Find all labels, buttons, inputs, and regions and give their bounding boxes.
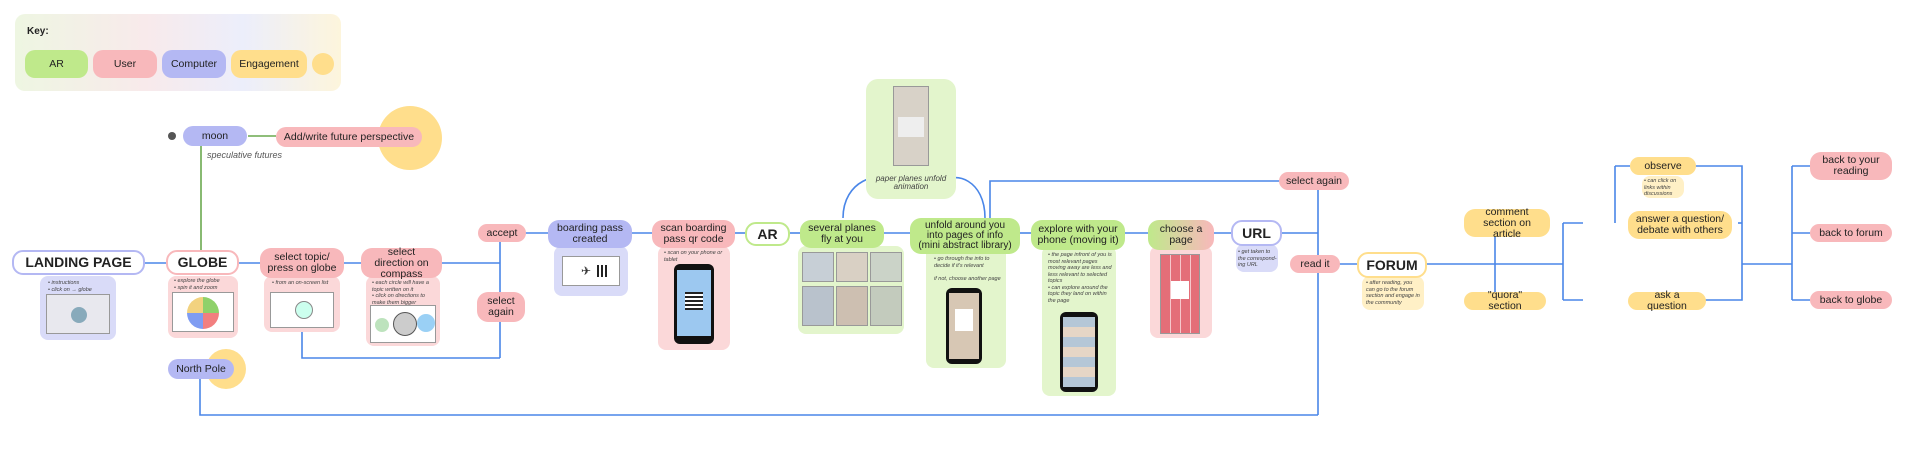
direction-circle-right — [417, 314, 435, 332]
planes-thumbnail-5 — [836, 286, 868, 326]
scan-boarding-node[interactable]: scan boarding pass qr code — [652, 220, 735, 248]
explore-phone-thumbnail — [1060, 312, 1098, 392]
paper-planes-thumb-window — [898, 117, 924, 137]
explore-phone-screen — [1063, 317, 1095, 387]
url-node[interactable]: URL — [1231, 220, 1282, 246]
explore-note: • the page infront of you is most releva… — [1048, 252, 1112, 304]
several-planes-node[interactable]: several planes fly at you — [800, 220, 884, 248]
paper-planes-thumbnail — [893, 86, 929, 166]
connector-loop-back — [301, 330, 500, 359]
speculative-futures-label: speculative futures — [207, 150, 283, 160]
select-topic-thumbnail — [270, 292, 334, 328]
observe-note: • can click on links within discussions — [1644, 178, 1677, 197]
planes-thumbnail-4 — [802, 286, 834, 326]
key-engagement: Engagement — [231, 50, 307, 78]
observe-node[interactable]: observe — [1630, 157, 1696, 175]
planes-thumbnail-1 — [802, 252, 834, 282]
answer-question-node[interactable]: answer a question/ debate with others — [1628, 211, 1732, 239]
connector-select-again-top — [989, 180, 1318, 218]
scan-phone-screen — [677, 270, 711, 336]
boarding-pass-node[interactable]: boarding pass created — [548, 220, 632, 248]
back-to-reading-node[interactable]: back to your reading — [1810, 152, 1892, 180]
moon-dot — [168, 132, 176, 140]
key-user: User — [93, 50, 157, 78]
topic-thumb-circle — [295, 301, 313, 319]
boarding-pass-thumbnail: ✈ — [562, 256, 620, 286]
globe-node[interactable]: GLOBE — [166, 250, 239, 275]
key-computer: Computer — [162, 50, 226, 78]
url-panel — [1236, 244, 1278, 272]
landing-thumbnail — [46, 294, 110, 334]
ar-node[interactable]: AR — [745, 222, 790, 246]
boarding-qr-icon — [597, 265, 609, 277]
landing-thumb-circle — [71, 307, 87, 323]
scan-qr-code — [685, 292, 703, 310]
unfold-screen-page — [955, 309, 973, 331]
unfold-pages-node[interactable]: unfold around you into pages of info (mi… — [910, 218, 1020, 254]
key-title: Key: — [27, 26, 49, 37]
scan-note: • scan on your phone or tablet — [664, 250, 723, 263]
future-perspective-node[interactable]: Add/write future perspective — [276, 127, 422, 147]
boarding-plane-icon: ✈ — [581, 264, 592, 278]
unfold-phone-thumbnail — [946, 288, 982, 364]
landing-page-node[interactable]: LANDING PAGE — [12, 250, 145, 275]
key-panel: Key: AR User Computer Engagement — [15, 14, 341, 91]
planes-thumbnail-2 — [836, 252, 868, 282]
observe-panel — [1642, 176, 1684, 198]
unfold-note: • go through the info to decide if it's … — [934, 256, 1001, 282]
forum-note: • after reading, you can go to the forum… — [1366, 280, 1420, 306]
back-to-globe-node[interactable]: back to globe — [1810, 291, 1892, 309]
north-pole-node[interactable]: North Pole — [168, 359, 234, 379]
ask-question-node[interactable]: ask a question — [1628, 290, 1706, 312]
select-again-node-2[interactable]: select again — [1279, 172, 1349, 190]
connector-back-links — [1792, 165, 1810, 301]
connector-observe-top — [1614, 165, 1630, 223]
direction-circle-center — [393, 312, 417, 336]
choose-page-thumbnail — [1160, 254, 1200, 334]
landing-note: • instructions • click on → globe — [48, 280, 92, 293]
globe-thumb-circle — [187, 297, 219, 329]
select-again-node-1[interactable]: select again — [477, 292, 525, 322]
planes-thumbnail-3 — [870, 252, 902, 282]
unfold-phone-screen — [949, 293, 979, 359]
planes-thumbnail-6 — [870, 286, 902, 326]
read-it-node[interactable]: read it — [1290, 255, 1340, 273]
direction-circle-left — [375, 318, 389, 332]
select-direction-node[interactable]: select direction on compass — [361, 246, 442, 279]
forum-node[interactable]: FORUM — [1357, 252, 1427, 278]
select-topic-note: • from an on-screen list — [272, 280, 329, 286]
select-topic-node[interactable]: select topic/ press on globe — [260, 248, 344, 278]
connector-option-links — [1563, 222, 1583, 301]
select-direction-thumbnail — [370, 305, 436, 343]
select-direction-note: • each circle will have a topic written … — [372, 280, 429, 306]
paper-planes-label: paper planes unfold animation — [875, 174, 947, 191]
forum-panel — [1362, 276, 1424, 310]
globe-note: • explore the globe • spin it and zoom — [174, 278, 220, 291]
moon-node[interactable]: moon — [183, 126, 247, 146]
explore-phone-node[interactable]: explore with your phone (moving it) — [1031, 220, 1125, 250]
key-ar: AR — [25, 50, 88, 78]
choose-page-sheet — [1171, 281, 1189, 299]
accept-node[interactable]: accept — [478, 224, 526, 242]
back-to-forum-node[interactable]: back to forum — [1810, 224, 1892, 242]
url-note: • get taken to the correspond-ing URL — [1238, 249, 1277, 268]
connector-right-bracket — [1670, 165, 1743, 301]
scan-phone-thumbnail — [674, 264, 714, 344]
comment-section-node[interactable]: comment section on article — [1464, 206, 1550, 239]
key-engagement-dot — [312, 53, 334, 75]
globe-thumbnail — [172, 292, 234, 332]
choose-page-node[interactable]: choose a page — [1148, 220, 1214, 250]
quora-section-node[interactable]: "quora" section — [1464, 290, 1546, 312]
connector-back-to-globe — [199, 378, 1318, 416]
